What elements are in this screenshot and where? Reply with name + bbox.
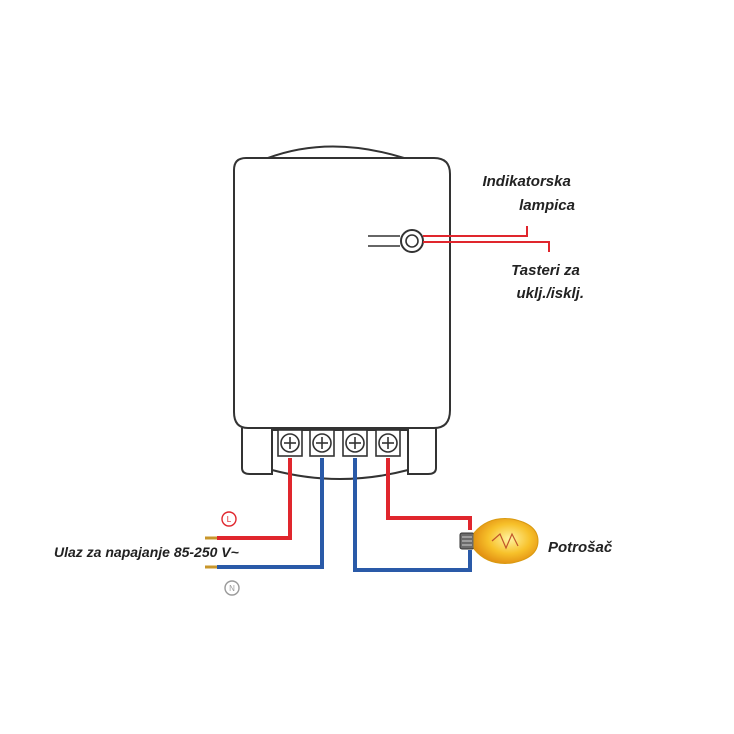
- screw-terminal-icon: [375, 429, 401, 457]
- terminal-block-housing: [241, 428, 437, 475]
- wires: [205, 458, 472, 572]
- buttons-label: Tasteri za uklj./isklj.: [511, 262, 584, 302]
- live-input-wire: [217, 458, 292, 540]
- buttons-callout-line: [423, 241, 550, 252]
- supply-input-label: Ulaz za napajanje 85-250 V~: [54, 544, 239, 560]
- indicator-label: Indikatorska lampica: [482, 173, 575, 214]
- device-body: [233, 157, 451, 429]
- lamp-bulb-icon: [459, 518, 539, 564]
- indicator-label-line1: Indikatorska: [482, 173, 570, 190]
- live-output-wire: [386, 458, 472, 530]
- buttons-label-line1: Tasteri za: [511, 262, 580, 279]
- indicator-callout-line: [423, 226, 528, 237]
- indicator-label-line2: lampica: [519, 197, 575, 214]
- buttons-label-line2: uklj./isklj.: [516, 285, 584, 302]
- screw-terminal-icon: [277, 429, 303, 457]
- screw-terminals: [277, 429, 401, 457]
- neutral-input-wire: [217, 458, 324, 569]
- svg-text:N: N: [229, 584, 235, 593]
- svg-text:L: L: [227, 515, 232, 524]
- terminal-strip: [271, 429, 409, 480]
- terminal-marker-neutral: N: [224, 580, 240, 596]
- screw-terminal-icon: [342, 429, 368, 457]
- load-label: Potrošač: [548, 539, 613, 556]
- terminal-marker-live: L: [221, 511, 237, 527]
- device-top-dome: [267, 145, 405, 159]
- screw-terminal-icon: [309, 429, 335, 457]
- relay-device: [233, 145, 451, 480]
- neutral-output-wire: [353, 458, 472, 572]
